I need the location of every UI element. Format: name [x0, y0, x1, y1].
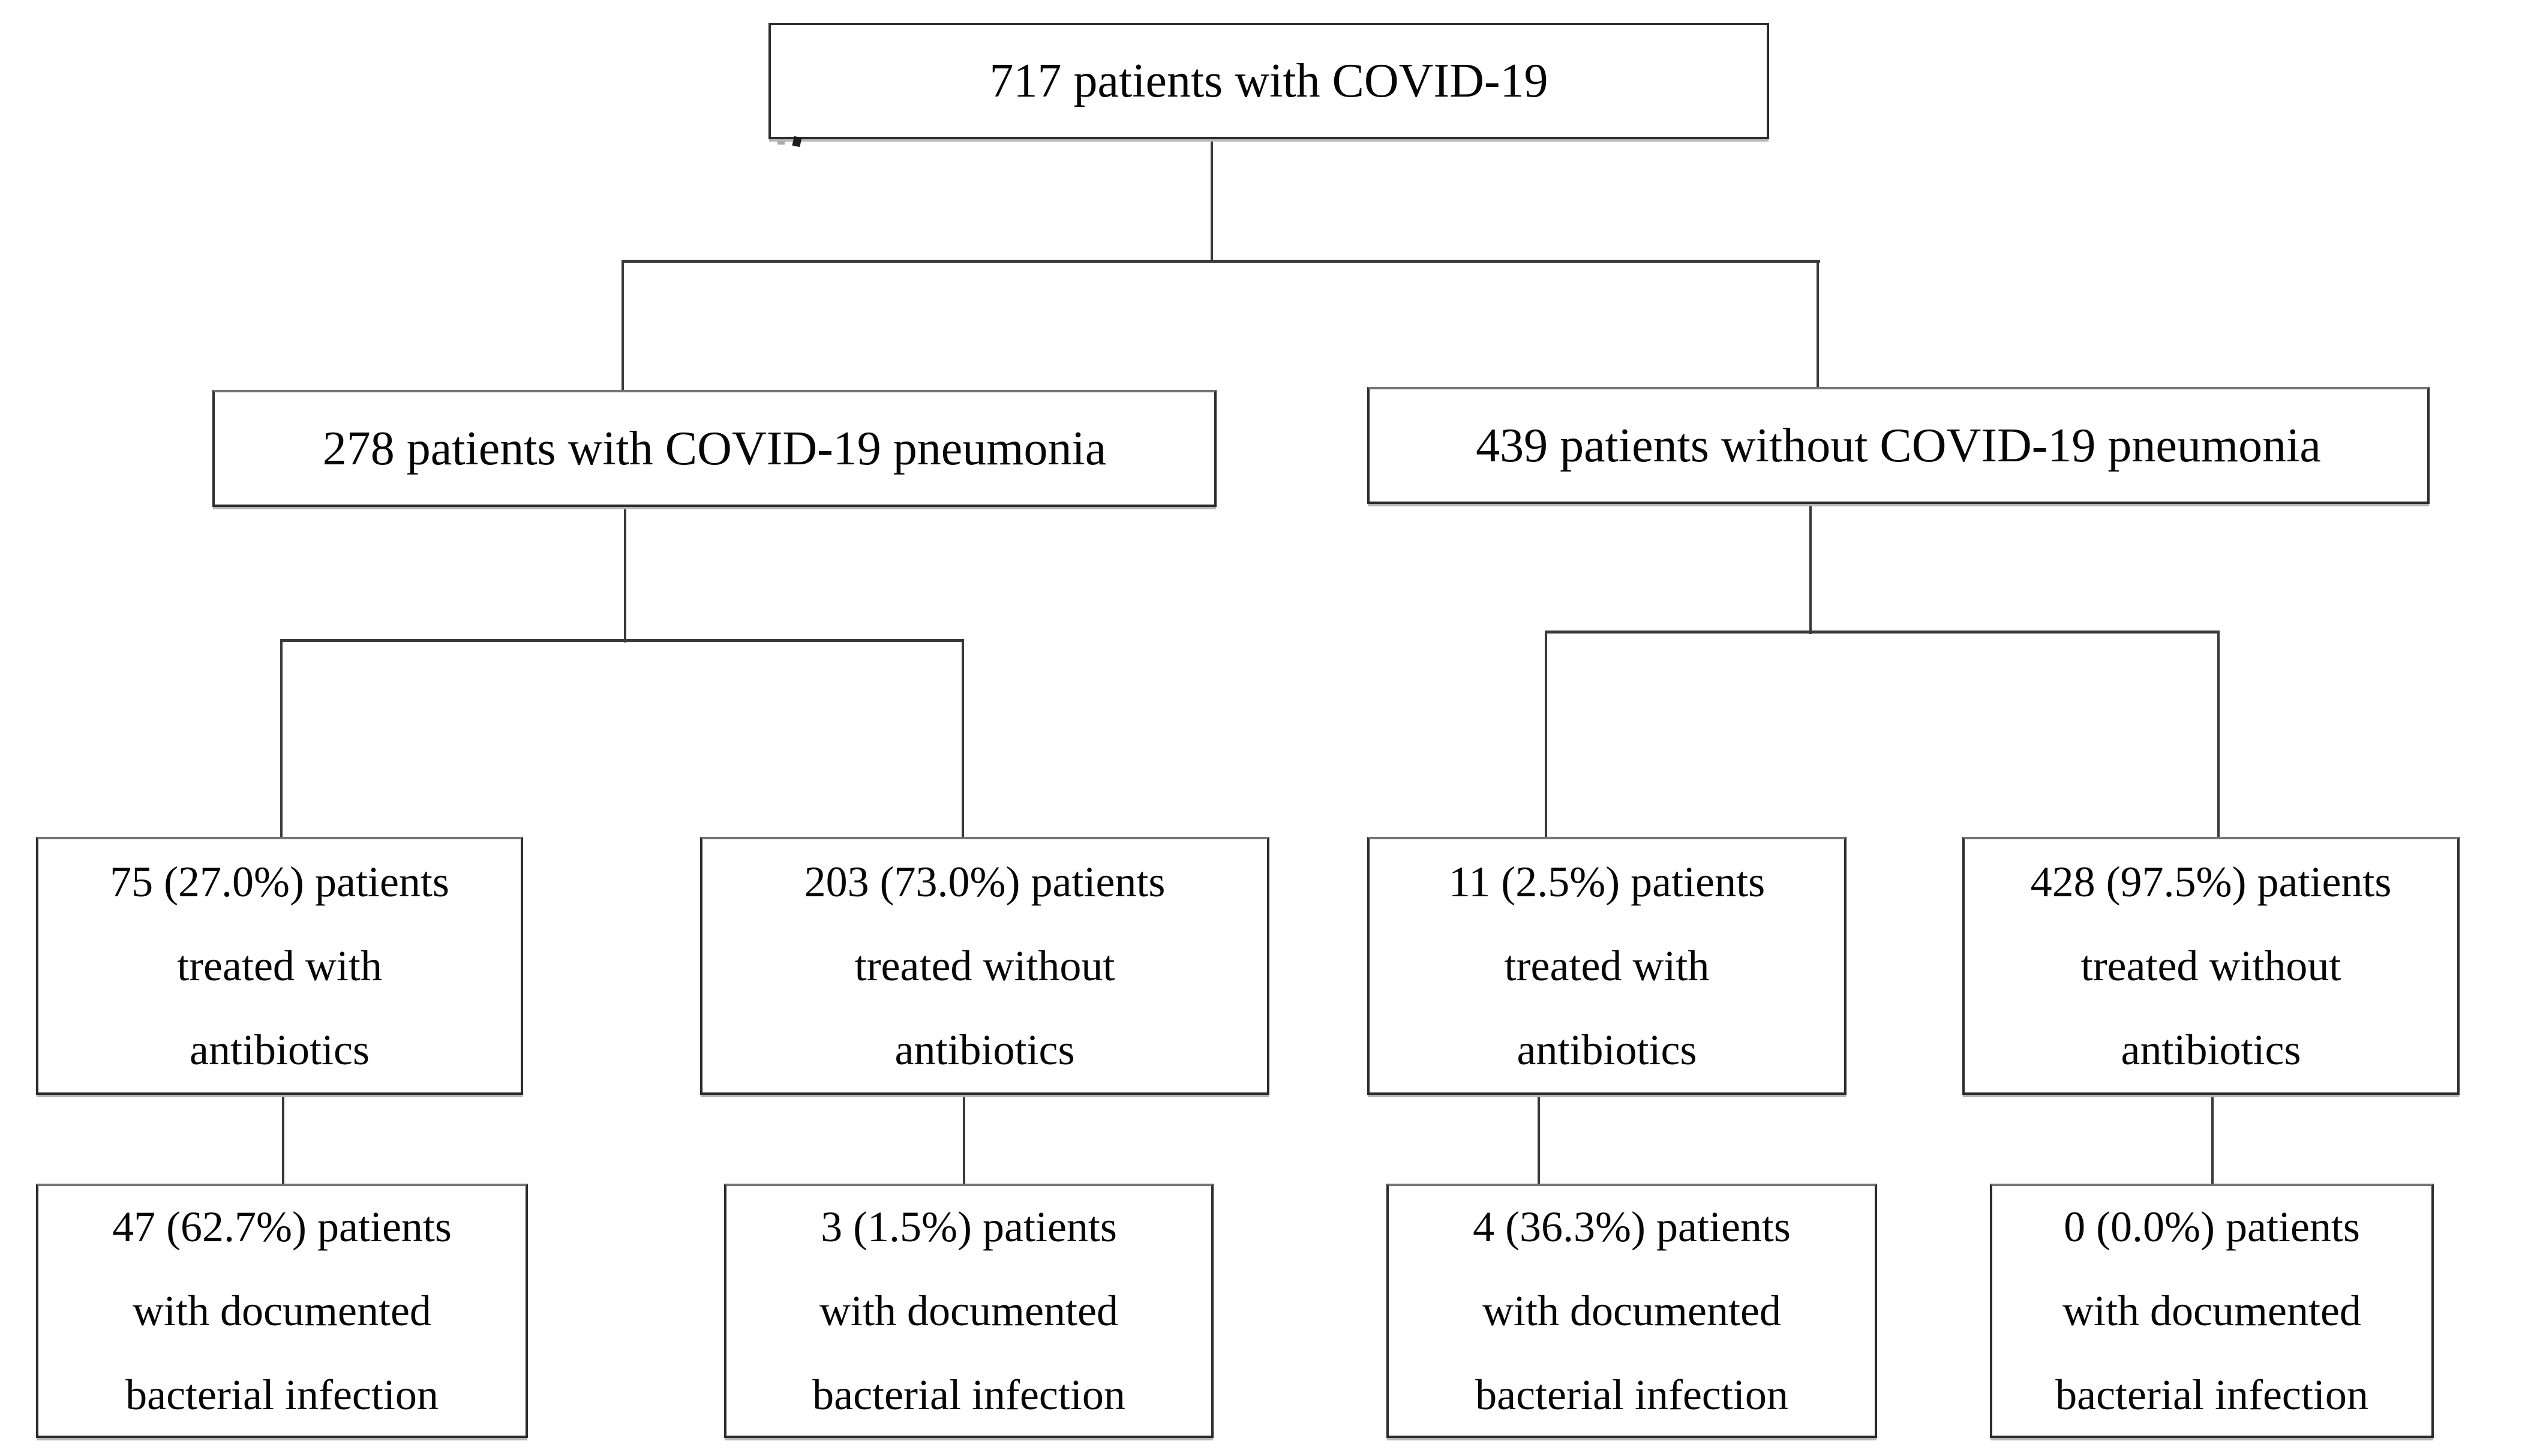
node-pneumonia-no-antibiotics: 203 (73.0%) patients treated without ant… [700, 837, 1269, 1095]
connector-pneumonia-bar [280, 639, 964, 642]
node-text-line: bacterial infection [812, 1371, 1125, 1419]
node-text-line: with documented [2062, 1287, 2361, 1335]
node-text-line: with documented [819, 1287, 1118, 1335]
connector-pneumonia-drop [622, 260, 624, 391]
node-text-line: 11 (2.5%) patients [1448, 858, 1766, 906]
connector-pneumonia-stem [624, 506, 626, 643]
node-text-line: 428 (97.5%) patients [2030, 858, 2392, 906]
node-text-line: bacterial infection [125, 1371, 439, 1419]
connector-pna-noabx-inf [963, 1094, 965, 1185]
node-text-line: with documented [133, 1287, 431, 1335]
node-text-line: 439 patients without COVID-19 pneumonia [1476, 419, 2321, 472]
node-text-line: 0 (0.0%) patients [2064, 1203, 2360, 1251]
node-no-pneumonia-no-antibiotics: 428 (97.5%) patients treated without ant… [1962, 837, 2460, 1095]
connector-nopna-abx-drop [1545, 631, 1547, 838]
node-pneumonia: 278 patients with COVID-19 pneumonia [212, 390, 1217, 507]
node-pneumonia-antibiotics: 75 (27.0%) patients treated with antibio… [36, 837, 523, 1095]
node-no-pneumonia: 439 patients without COVID-19 pneumonia [1367, 387, 2430, 504]
node-text-line: antibiotics [1517, 1026, 1697, 1074]
connector-no-pneumonia-drop [1817, 260, 1819, 388]
connector-nopna-noabx-drop [2217, 631, 2220, 838]
node-text-line: with documented [1482, 1287, 1781, 1335]
stray-mark [792, 136, 802, 148]
connector-nopna-noabx-inf [2211, 1094, 2214, 1185]
node-text-line: bacterial infection [2055, 1371, 2368, 1419]
node-text-line: antibiotics [894, 1026, 1075, 1074]
node-total: 717 patients with COVID-19 [768, 23, 1769, 139]
node-text-line: treated with [1504, 942, 1710, 990]
connector-pna-abx-inf [282, 1094, 284, 1185]
connector-level1-bar [622, 260, 1820, 263]
node-text-line: treated without [2080, 942, 2341, 990]
connector-pna-noabx-drop [962, 639, 964, 838]
node-text-line: 278 patients with COVID-19 pneumonia [322, 422, 1107, 475]
node-text-line: 4 (36.3%) patients [1473, 1203, 1791, 1251]
node-text-line: antibiotics [2121, 1026, 2301, 1074]
node-text-line: 717 patients with COVID-19 [989, 55, 1548, 107]
node-text-line: 75 (27.0%) patients [110, 858, 449, 906]
node-text-line: 3 (1.5%) patients [821, 1203, 1117, 1251]
node-pneumonia-antibiotics-infection: 47 (62.7%) patients with documented bact… [36, 1184, 528, 1438]
node-no-pneumonia-no-antibiotics-infection: 0 (0.0%) patients with documented bacter… [1990, 1184, 2434, 1438]
node-no-pneumonia-antibiotics-infection: 4 (36.3%) patients with documented bacte… [1386, 1184, 1877, 1438]
connector-no-pneumonia-bar [1545, 631, 2220, 634]
connector-nopna-abx-inf [1538, 1094, 1540, 1185]
connector-total-stem [1211, 138, 1213, 262]
node-text-line: treated with [177, 942, 382, 990]
node-text-line: treated without [854, 942, 1115, 990]
connector-pna-abx-drop [280, 639, 283, 838]
node-text-line: 203 (73.0%) patients [804, 858, 1166, 906]
node-text-line: bacterial infection [1475, 1371, 1788, 1419]
stray-mark [777, 142, 785, 145]
connector-no-pneumonia-stem [1809, 503, 1812, 634]
node-text-line: 47 (62.7%) patients [112, 1203, 452, 1251]
node-pneumonia-no-antibiotics-infection: 3 (1.5%) patients with documented bacter… [724, 1184, 1214, 1438]
node-text-line: antibiotics [190, 1026, 370, 1074]
node-no-pneumonia-antibiotics: 11 (2.5%) patients treated with antibiot… [1367, 837, 1847, 1095]
